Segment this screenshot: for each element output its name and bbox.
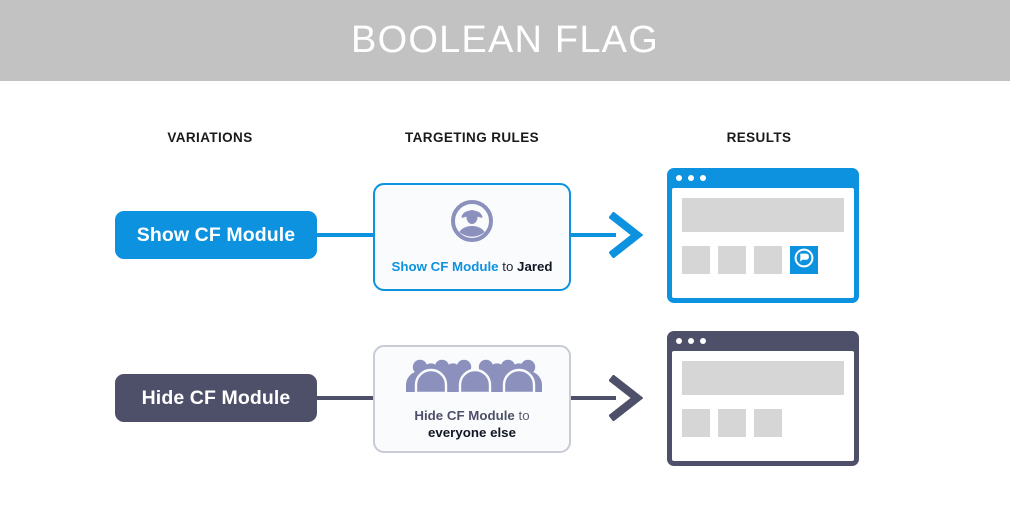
connector-line-row1-left — [300, 233, 374, 237]
targeting-rule-card-show[interactable]: Show CF Module to Jared — [373, 183, 571, 291]
connector-line-row2-right — [568, 396, 616, 400]
result-browser-window-show — [667, 168, 859, 303]
rule-connector-word: to — [514, 407, 530, 423]
content-tile — [718, 409, 746, 437]
connector-line-row2-left — [300, 396, 374, 400]
single-person-icon — [450, 199, 494, 248]
browser-titlebar-show — [667, 168, 859, 188]
content-tiles-row — [682, 409, 844, 437]
content-tile — [718, 246, 746, 274]
column-heading-variations: VARIATIONS — [167, 130, 253, 145]
variation-pill-show-cf-module[interactable]: Show CF Module — [115, 211, 317, 259]
column-heading-results: RESULTS — [726, 130, 792, 145]
rule-target-name: Jared — [517, 259, 553, 274]
variation-pill-hide-cf-module[interactable]: Hide CF Module — [115, 374, 317, 422]
content-tile — [754, 246, 782, 274]
targeting-rule-text-show: Show CF Module to Jared — [391, 258, 552, 275]
browser-titlebar-hide — [667, 331, 859, 351]
titlebar-dot-icon — [676, 175, 682, 181]
content-tile — [682, 409, 710, 437]
titlebar-dot-icon — [676, 338, 682, 344]
arrow-right-icon-row1 — [608, 211, 644, 259]
variation-pill-label: Show CF Module — [136, 223, 296, 246]
rule-connector-word: to — [498, 259, 518, 274]
targeting-rule-card-hide[interactable]: Hide CF Module to everyone else — [373, 345, 571, 453]
rule-variation-name: Show CF Module — [391, 259, 499, 274]
arrow-right-icon-row2 — [608, 374, 644, 422]
crowd-of-people-icon — [402, 358, 542, 399]
titlebar-dot-icon — [700, 175, 706, 181]
content-tile — [754, 409, 782, 437]
browser-content-hide — [672, 351, 854, 461]
rule-variation-name: Hide CF Module — [414, 407, 515, 423]
header-bar — [0, 0, 1010, 81]
content-placeholder-block — [682, 198, 844, 232]
targeting-rule-text-hide: Hide CF Module to everyone else — [414, 407, 529, 441]
result-browser-window-hide — [667, 331, 859, 466]
rule-target-name: everyone else — [428, 424, 516, 440]
browser-content-show — [672, 188, 854, 298]
cf-module-icon — [793, 247, 815, 274]
titlebar-dot-icon — [700, 338, 706, 344]
content-tile — [682, 246, 710, 274]
connector-line-row1-right — [568, 233, 616, 237]
content-placeholder-block — [682, 361, 844, 395]
titlebar-dot-icon — [688, 338, 694, 344]
titlebar-dot-icon — [688, 175, 694, 181]
column-heading-targeting-rules: TARGETING RULES — [405, 130, 539, 145]
content-tiles-row — [682, 246, 844, 274]
cf-module-tile[interactable] — [790, 246, 818, 274]
page-title: BOOLEAN FLAG — [351, 19, 659, 61]
variation-pill-label: Hide CF Module — [141, 386, 291, 409]
